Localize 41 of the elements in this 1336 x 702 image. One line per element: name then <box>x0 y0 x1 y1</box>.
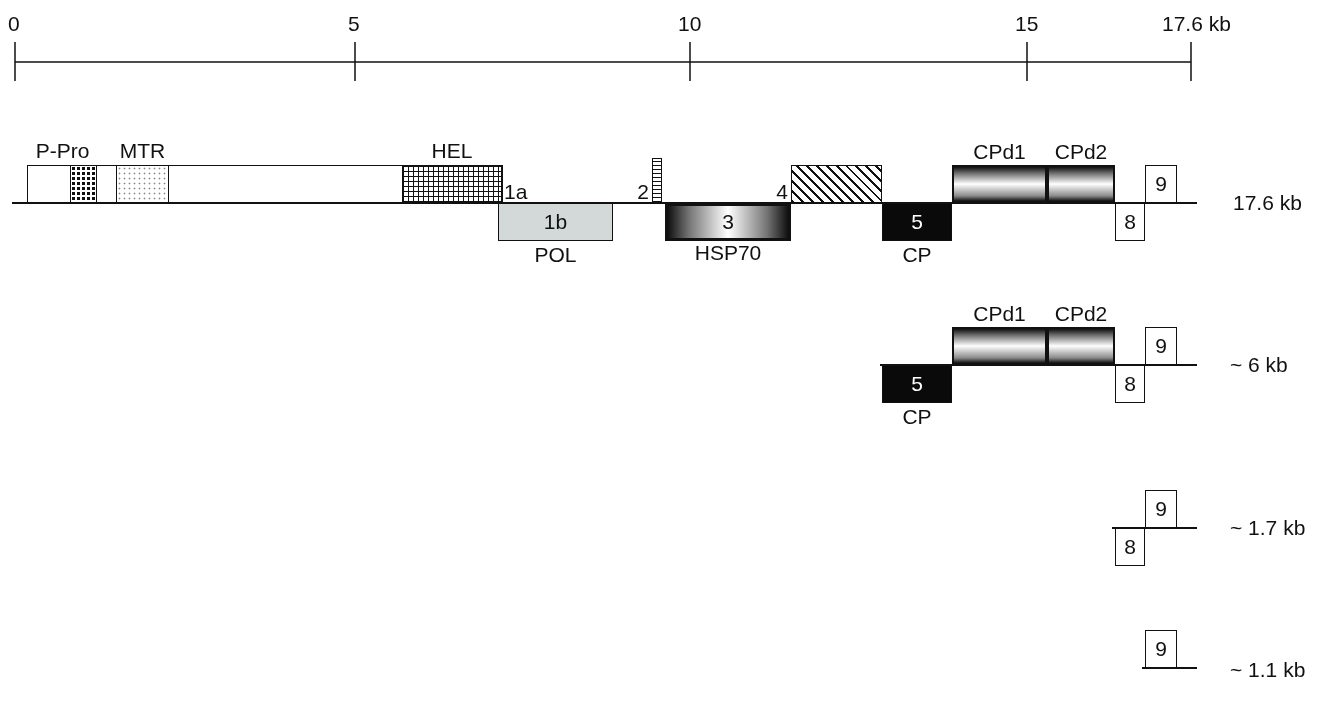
orf-number: 1b <box>542 210 569 234</box>
size-label: ~ 1.7 kb <box>1230 516 1306 540</box>
orf-box <box>1145 630 1177 668</box>
domain-label: CPd1 <box>973 140 1026 164</box>
scale-label: 15 <box>1015 12 1039 36</box>
scale-label: 0 <box>8 12 20 36</box>
domain-label: CPd2 <box>1054 140 1108 164</box>
orf-number: 8 <box>1123 210 1137 234</box>
orf-number: 2 <box>637 180 649 204</box>
size-label: 17.6 kb <box>1233 191 1302 215</box>
orf-number: 3 <box>721 210 735 234</box>
orf-box <box>1115 203 1145 241</box>
orf-number: 9 <box>1154 637 1168 661</box>
orf-number: 9 <box>1154 497 1168 521</box>
orf-number: 8 <box>1123 372 1137 396</box>
orf-number: 5 <box>910 210 924 234</box>
domain-label: P-Pro <box>35 138 90 163</box>
orf-box <box>1145 490 1177 528</box>
orf-box <box>1115 528 1145 566</box>
orf-number: 8 <box>1123 535 1137 559</box>
domain-label: CPd2 <box>1054 302 1108 326</box>
size-label: ~ 1.1 kb <box>1230 658 1306 682</box>
scale-label: 5 <box>348 12 360 36</box>
orf-number: 9 <box>1154 172 1168 196</box>
protein-label: CP <box>902 405 932 429</box>
orf-number: 4 <box>776 180 788 204</box>
domain-label: MTR <box>119 138 166 163</box>
orf-box <box>1145 327 1177 365</box>
protein-label: HSP70 <box>694 241 762 265</box>
domain-label: HEL <box>431 138 473 163</box>
protein-label: POL <box>534 243 577 267</box>
orf-number: 1a <box>504 180 528 204</box>
scale-label: 10 <box>678 12 702 36</box>
protein-label: CP <box>902 243 932 267</box>
domain-label: CPd1 <box>973 302 1026 326</box>
orf-box <box>1145 165 1177 203</box>
orf-box <box>1115 365 1145 403</box>
size-label: ~ 6 kb <box>1230 353 1288 377</box>
orf-number: 5 <box>910 372 924 396</box>
scale-label: 17.6 kb <box>1162 12 1231 36</box>
orf-number: 9 <box>1154 334 1168 358</box>
